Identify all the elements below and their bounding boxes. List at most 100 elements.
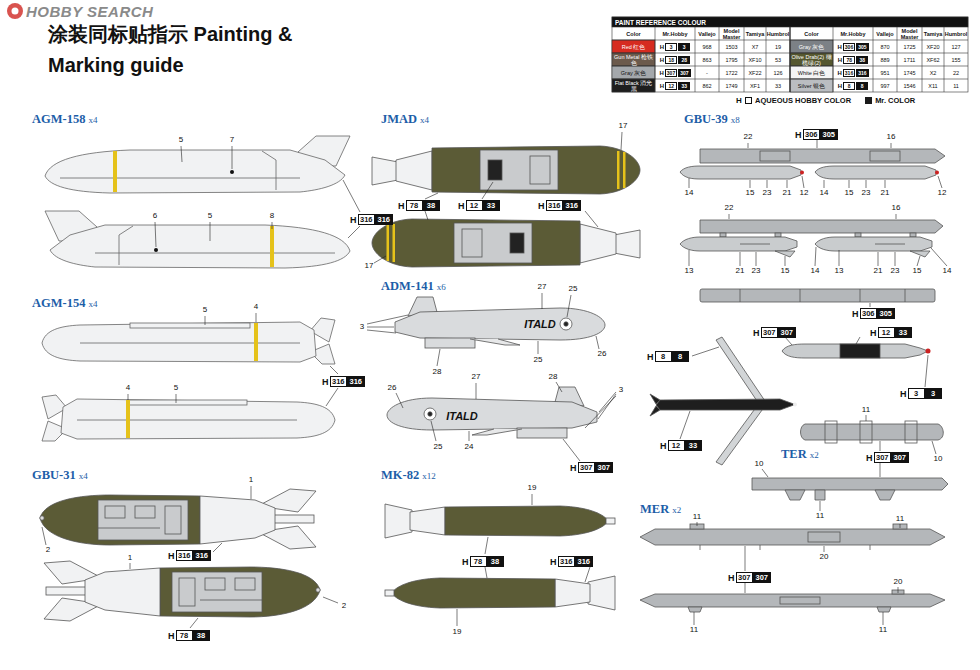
callout-number-group: 2 (342, 602, 346, 610)
weapon-name: GBU-39 (684, 112, 728, 126)
table-cell: Color (804, 31, 818, 37)
hobby-color-code: 307 (578, 462, 596, 473)
callout-number: 4 (126, 383, 130, 392)
mr-color-code: 307 (753, 572, 771, 583)
callout-number-group: 5 (203, 306, 207, 314)
mk-82-bomb (385, 504, 412, 538)
table-cell: Mr.Hobby (662, 31, 687, 37)
gbu-39-rack (815, 237, 932, 257)
paint-code-group: H307307 (866, 452, 909, 463)
table-cell: 127 (951, 44, 960, 50)
callout-number-group: 23 (891, 267, 900, 275)
mr-color-code: 307 (595, 462, 613, 473)
table-cell-group: 1546 (897, 79, 922, 92)
paint-code-group: H316316 (550, 556, 593, 567)
paint-code-group: H316316 (322, 376, 365, 387)
table-cell: 862 (702, 83, 711, 89)
hobby-color-code: 3 (908, 388, 925, 399)
legend-swatch (745, 97, 752, 104)
callout-number: 5 (203, 305, 207, 314)
table-cell: 870 (880, 44, 889, 50)
table-cell-group: 19 (766, 40, 790, 53)
mr-color-code: 305 (877, 308, 895, 319)
gbu-39-rack (650, 394, 660, 416)
table-cell-group: 1725 (897, 40, 922, 53)
ter-rack (752, 478, 948, 490)
callout-number: 1 (128, 553, 132, 562)
table-cell: White 白色 (798, 70, 826, 76)
gbu-39-rack (775, 233, 781, 237)
paint-prefix: H (866, 453, 873, 463)
agm-154-missile (130, 323, 250, 328)
gbu-39-rack (680, 166, 801, 179)
callout-number-group: 15 (746, 189, 755, 197)
mr-color-code: 305 (820, 129, 838, 140)
table-cell-group: - (695, 66, 719, 79)
section-heading-group: TERx2 (781, 447, 819, 462)
callout-number: 11 (862, 405, 870, 414)
paint-prefix: H (398, 201, 405, 211)
table-cell-group: White 白色 (790, 66, 833, 79)
gbu-39-rack (716, 406, 765, 465)
hobby-color-code: 12 (466, 200, 483, 211)
gbu-31-bomb (135, 506, 155, 518)
hobby-color-code: 12 (665, 82, 677, 90)
callout-number-group: 22 (744, 133, 753, 141)
table-cell-group: XF10 (744, 53, 766, 66)
callout-number-group: 21 (783, 189, 792, 197)
agm-154-missile (42, 318, 335, 364)
callout-number: 3 (619, 385, 623, 394)
mr-color-code: 33 (483, 200, 500, 211)
hobby-color-code: 307 (736, 572, 754, 583)
table-cell-group: 1722 (719, 66, 744, 79)
page-title: 涂装同标贴指示 Painting & Marking guide (48, 19, 348, 81)
legend-text: Mr. COLOR (875, 96, 915, 105)
agm-158-missile (45, 211, 350, 268)
table-title-group: PAINT REFERENCE COLOUR (615, 18, 706, 27)
gbu-39-rack (815, 166, 939, 179)
paint-prefix: H (837, 70, 841, 76)
agm-158-missile (45, 150, 345, 193)
paint-table (612, 17, 968, 92)
quantity: x6 (437, 282, 446, 292)
jmad-bomb (530, 156, 550, 184)
quantity: x4 (88, 299, 97, 309)
hobby-color-code: 306 (803, 129, 821, 140)
paint-prefix: H (660, 44, 664, 50)
callout-number-group: 10 (755, 460, 764, 468)
callout-number: 16 (892, 203, 901, 212)
table-cell-group: Gray 灰色 (790, 40, 833, 53)
callout-number-group: 23 (752, 267, 761, 275)
table-cell: 1795 (725, 57, 737, 63)
callout-number: 11 (693, 512, 701, 521)
callout-number: 25 (434, 442, 443, 451)
table-cell-group: Gray 灰色 (612, 66, 655, 79)
quantity: x8 (731, 115, 740, 125)
table-cell: XF1 (750, 83, 760, 89)
table-cell: Flat Black 消光黑 (612, 80, 655, 92)
paint-code-group: H1233 (655, 79, 695, 92)
hobby-color-code: 307 (665, 69, 677, 77)
paint-prefix: H (168, 631, 175, 641)
weapon-name: JMAD (381, 112, 417, 126)
hobby-color-code: 78 (470, 556, 487, 567)
table-cell-group: 889 (873, 53, 897, 66)
marking-text-group: ITALD (524, 318, 556, 330)
callout-number-group: 5 (174, 384, 178, 392)
gbu-31-bomb (44, 561, 320, 621)
gbu-39-rack (800, 171, 804, 175)
agm-158-missile (230, 170, 234, 174)
table-cell-group: Tamiya (744, 27, 766, 40)
paint-prefix: H (350, 215, 357, 225)
marking-text: ITALD (524, 318, 556, 330)
table-cell: XF10 (748, 57, 761, 63)
callout-number: 3 (360, 322, 364, 331)
table-cell: Humbrol (945, 31, 968, 37)
legend-item: Mr. COLOR (865, 96, 915, 105)
jmad-bomb (617, 151, 620, 189)
table-cell: Mr.Hobby (840, 31, 865, 37)
gbu-39-rack (740, 289, 905, 302)
paint-prefix: H (852, 309, 859, 319)
callout-number-group: 22 (725, 204, 734, 212)
